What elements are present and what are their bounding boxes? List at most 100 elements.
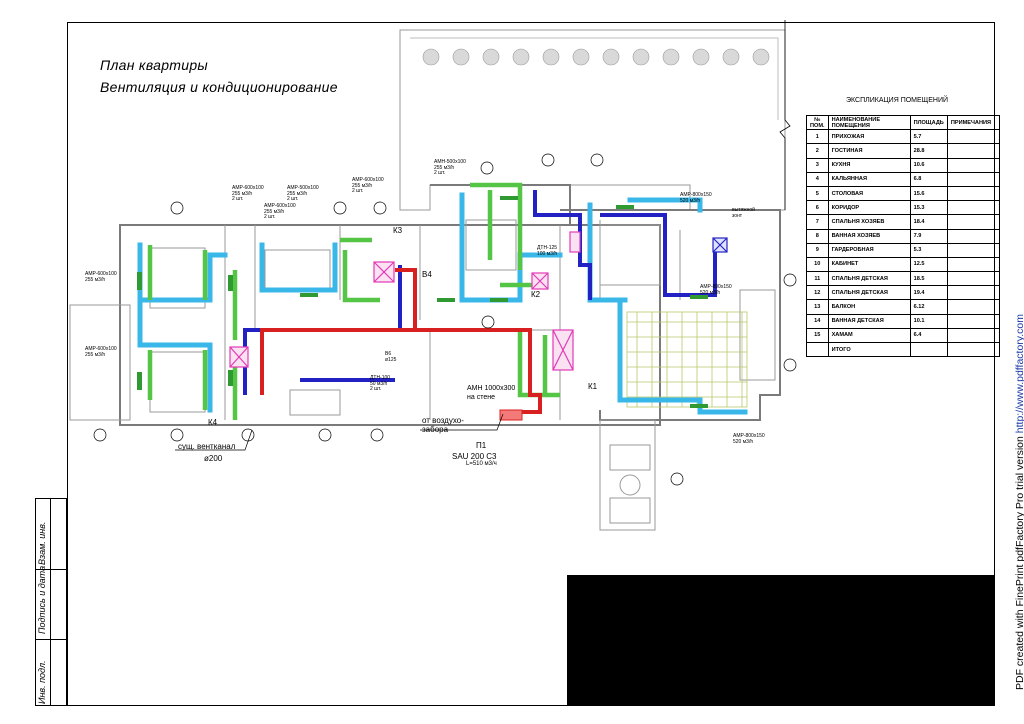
table-cell: 15 (806, 327, 829, 344)
table-cell (946, 171, 1000, 187)
pdf-watermark: PDF created with FinePrint pdfFactory Pr… (1014, 314, 1024, 690)
supply-ducts-green (147, 182, 560, 420)
table-cell: 1 (806, 129, 829, 145)
table-cell (946, 157, 1000, 173)
table-cell: 6.12 (909, 299, 948, 315)
label-k1: К1 (588, 382, 598, 391)
table-cell: 2 (806, 143, 829, 159)
table-cell: 6 (806, 200, 829, 216)
table-cell (909, 341, 948, 358)
table-cell: 11 (806, 271, 829, 287)
terrace-plants (422, 48, 770, 66)
label-k4: К4 (208, 418, 218, 427)
table-cell: НАИМЕНОВАНИЕ ПОМЕЩЕНИЯ (827, 114, 911, 131)
table-cell (946, 143, 1000, 159)
stamp-divider (36, 639, 68, 640)
axis-bubbles (93, 153, 797, 486)
table-total-row: ИТОГО (806, 341, 1000, 358)
table-cell: 15.3 (909, 200, 948, 216)
label-flow-rate: L=510 м3/ч (466, 461, 497, 467)
supply-fan-unit (499, 409, 523, 421)
table-cell: СПАЛЬНЯ ХОЗЯЕВ (827, 214, 911, 230)
table-cell: ВАННАЯ ХОЗЯЕВ (827, 228, 911, 244)
table-cell: 10 (806, 256, 829, 273)
intake-leader (420, 413, 504, 431)
label-k3: К3 (393, 226, 403, 235)
table-cell: СПАЛЬНЯ ДЕТСКАЯ (827, 285, 911, 301)
table-cell (946, 242, 1000, 258)
table-cell: СПАЛЬНЯ ДЕТСКАЯ (827, 271, 911, 287)
watermark-link[interactable]: http://www.pdffactory.com (1014, 313, 1024, 434)
table-cell: 5.3 (909, 242, 948, 258)
apartment-walls (119, 224, 661, 426)
redacted-title-block (567, 575, 995, 706)
exhaust-hood (712, 237, 728, 253)
table-cell: 5.7 (909, 129, 948, 145)
table-cell: 7 (806, 214, 829, 230)
balcony-outline (599, 419, 656, 531)
table-cell: КАБИНЕТ (827, 256, 911, 273)
table-cell: № ПОМ. (806, 114, 829, 131)
main-supply-red (260, 268, 542, 414)
table-cell: ПРИМЕЧАНИЯ (946, 114, 1000, 131)
watermark-text: PDF created with FinePrint pdfFactory Pr… (1014, 436, 1024, 690)
table-cell: ПЛОЩАДЬ (909, 114, 948, 131)
label-existing-vent: сущ. вентканал (178, 442, 236, 451)
table-cell (946, 129, 1000, 145)
break-line (779, 20, 791, 210)
table-cell: 6.4 (909, 327, 948, 344)
table-cell: ГАРДЕРОБНАЯ (827, 242, 911, 258)
table-cell: 6.8 (909, 171, 948, 187)
left-room (69, 304, 131, 421)
table-cell (946, 299, 1000, 315)
table-cell: 12 (806, 285, 829, 301)
table-cell: ПРИХОЖАЯ (827, 129, 911, 145)
table-cell: 10.6 (909, 157, 948, 173)
drawing-title-line1: План квартиры (100, 57, 209, 73)
label-sau-200: SAU 200 C3 (452, 452, 497, 461)
grille-markers (137, 196, 708, 408)
vent-leader (175, 429, 253, 451)
table-cell (946, 285, 1000, 301)
table-cell: КАЛЬЯННАЯ (827, 171, 911, 187)
table-cell: КОРИДОР (827, 200, 911, 216)
label-b4: В4 (422, 270, 432, 279)
table-cell: 8 (806, 228, 829, 244)
table-cell: 7.9 (909, 228, 948, 244)
table-cell (946, 256, 1000, 273)
table-cell (806, 341, 829, 358)
table-cell: ВАННАЯ ДЕТСКАЯ (827, 313, 911, 329)
stamp-divider (36, 569, 68, 570)
table-cell: 10.1 (909, 313, 948, 329)
table-cell (946, 228, 1000, 244)
label-p1: П1 (476, 441, 487, 450)
table-cell: ХАМАМ (827, 327, 911, 344)
title-stamp: Инв. подл. Подпись и дата Взам. инв. (35, 498, 68, 706)
